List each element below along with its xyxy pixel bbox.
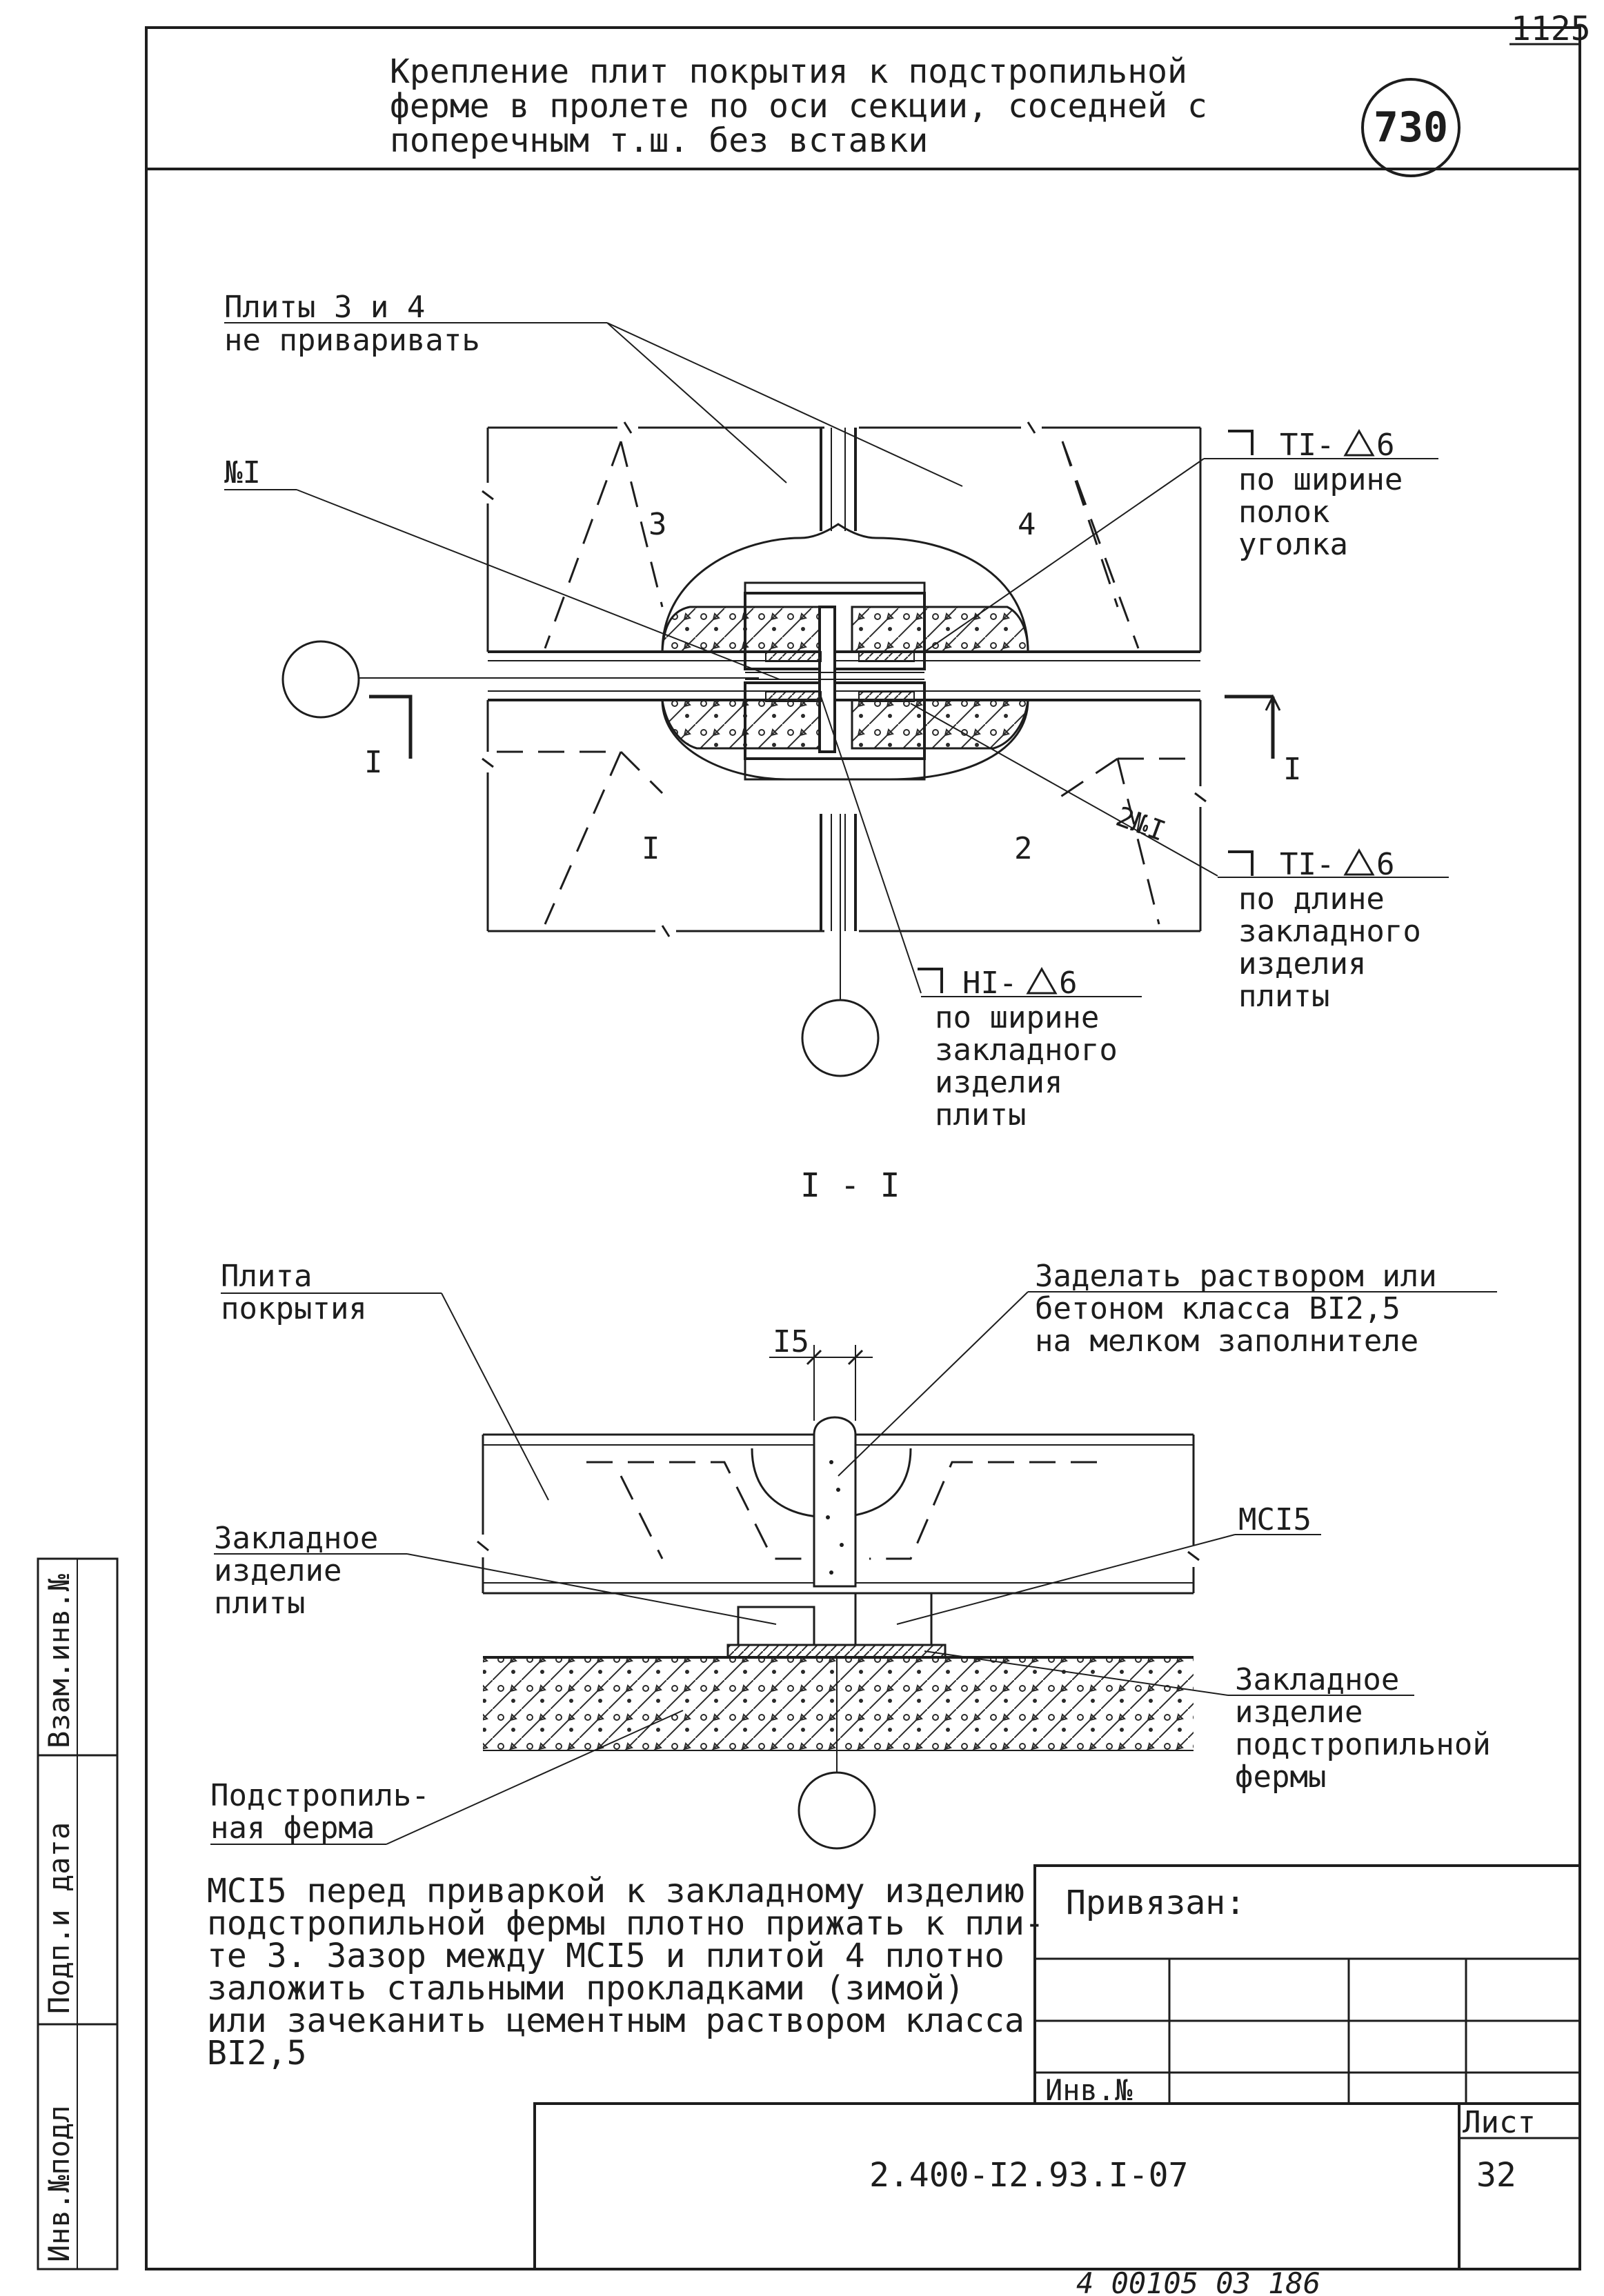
label-weld-t1-top: TI-: [1280, 428, 1334, 463]
label-dim-15: I5: [773, 1324, 809, 1359]
header-title: Крепление плит покрытия к подстропильной…: [390, 52, 1207, 160]
label-mc15: MCI5: [1238, 1502, 1311, 1537]
label-2m1: 2№I: [1112, 801, 1170, 848]
section-cut-right: [1225, 695, 1275, 759]
note-line-2: подстропильной фермы плотно прижать к пл…: [207, 1904, 1044, 1943]
plan-concrete-left-bottom: [661, 699, 826, 750]
section-ribs-dashed: [586, 1461, 1097, 1560]
label-weld-h1: HI-: [962, 966, 1017, 1001]
title-line-1: Крепление плит покрытия к подстропильной: [390, 52, 1187, 91]
section-view: I - I I5 Плита покрытия: [210, 1166, 1497, 1850]
section-cut-right-label: I: [1283, 752, 1302, 787]
label-truss-embedded-1: Закладное: [1235, 1662, 1399, 1697]
title-line-3: поперечным т.ш. без вставки: [390, 121, 928, 160]
label-plate-embedded-2: изделие: [214, 1553, 341, 1588]
plan-outline: [482, 421, 1207, 937]
plate-number-3: 3: [648, 507, 667, 542]
stamp-sheet-number: 32: [1476, 2156, 1516, 2195]
label-width-embedded-4: плиты: [935, 1097, 1026, 1132]
plan-view: 3 4 I 2 I I Плиты 3 и 4 не приваривать №…: [224, 290, 1449, 1132]
section-title: I - I: [800, 1166, 900, 1205]
section-cut-left-label: I: [364, 745, 383, 780]
label-width-embedded-3: изделия: [935, 1065, 1062, 1100]
label-roof-plate-2: покрытия: [221, 1291, 367, 1326]
note-line-5: или зачеканить цементным раствором класс…: [207, 2001, 1024, 2040]
title-line-2: ферме в пролете по оси секции, соседней …: [390, 87, 1207, 126]
side-inv-orig: Инв.№подл: [42, 2105, 76, 2262]
plan-concrete-right-bottom: [851, 699, 1029, 750]
plan-concrete-right-top: [851, 606, 1029, 653]
section-truss-concrete: [483, 1657, 1194, 1750]
label-plate-embedded-3: плиты: [214, 1586, 305, 1621]
label-m1: №I: [224, 455, 261, 490]
label-grout-2: бетоном класса BI2,5: [1035, 1291, 1400, 1326]
label-length-embedded-4: плиты: [1238, 979, 1329, 1014]
label-length-embedded-3: изделия: [1238, 946, 1366, 981]
label-width-flanges-3: уголка: [1238, 527, 1348, 562]
section-joint-grout: [813, 1416, 857, 1588]
stamp-bound-label: Привязан:: [1066, 1884, 1245, 1922]
note-line-4: заложить стальными прокладками (зимой): [207, 1969, 964, 2008]
label-plate-embedded-1: Закладное: [214, 1521, 378, 1556]
label-weld-t1-top-leg: 6: [1376, 428, 1395, 463]
label-roof-plate-1: Плита: [221, 1259, 312, 1294]
axis-bubble-left: [281, 640, 360, 719]
label-plates-not-welded-1: Плиты 3 и 4: [224, 290, 425, 325]
note-block: MCI5 перед приваркой к закладному издели…: [207, 1872, 1044, 2073]
section-cut-left: [369, 695, 413, 759]
plan-concrete-left-top: [661, 606, 826, 653]
stamp-inv-label: Инв.№: [1045, 2073, 1133, 2107]
label-weld-h1-leg: 6: [1059, 966, 1078, 1001]
stamp-sheet-label: Лист: [1463, 2105, 1536, 2140]
plan-ribs-dashed: [497, 441, 1187, 925]
node-number: 730: [1374, 103, 1448, 152]
side-sign-date: Подп.и дата: [42, 1822, 76, 2014]
label-truss-embedded-3: подстропильной: [1235, 1727, 1491, 1762]
label-width-flanges-2: полок: [1238, 495, 1329, 530]
axis-bubble-bottom: [801, 999, 880, 1077]
label-truss-1: Подстропиль-: [210, 1778, 430, 1813]
stamp-block: Привязан: Инв.№ 2.400-I2.93.I-07 Лист 32: [533, 1864, 1581, 2270]
label-truss-embedded-4: фермы: [1235, 1759, 1326, 1795]
label-width-flanges-1: по ширине: [1238, 462, 1403, 497]
note-line-3: те 3. Зазор между MCI5 и плитой 4 плотно: [207, 1937, 1004, 1975]
note-line-1: MCI5 перед приваркой к закладному издели…: [207, 1872, 1024, 1910]
label-grout-1: Заделать раствором или: [1035, 1259, 1437, 1294]
section-mc15: [854, 1592, 933, 1646]
plate-number-2: 2: [1014, 831, 1033, 866]
label-truss-2: ная ферма: [210, 1810, 375, 1846]
note-line-6: BI2,5: [207, 2034, 307, 2073]
footer-note: 4 00105 03 186: [1076, 2266, 1320, 2296]
label-truss-embedded-2: изделие: [1235, 1695, 1363, 1730]
plate-number-1: I: [642, 831, 660, 866]
label-weld-t1-bottom: TI-: [1280, 847, 1334, 882]
label-weld-t1-bottom-leg: 6: [1376, 847, 1395, 882]
section-plate-embedded: [737, 1606, 815, 1646]
label-width-embedded-2: закладного: [935, 1032, 1118, 1068]
side-replace-inv: Взам.инв.№: [42, 1573, 76, 1748]
label-length-embedded-2: закладного: [1238, 914, 1421, 949]
node-number-circle: [1361, 78, 1461, 177]
section-truss-embedded: [726, 1644, 947, 1659]
side-fields: Взам.инв.№ Подп.и дата Инв.№подл: [37, 1557, 119, 2270]
label-length-embedded-1: по длине: [1238, 881, 1385, 917]
section-axis-bubble: [798, 1771, 876, 1850]
plate-number-4: 4: [1018, 507, 1036, 542]
stamp-doc-code: 2.400-I2.93.I-07: [869, 2156, 1188, 2195]
label-plates-not-welded-2: не приваривать: [224, 323, 480, 358]
label-grout-3: на мелком заполнителе: [1035, 1324, 1418, 1359]
label-width-embedded-1: по ширине: [935, 1000, 1099, 1035]
